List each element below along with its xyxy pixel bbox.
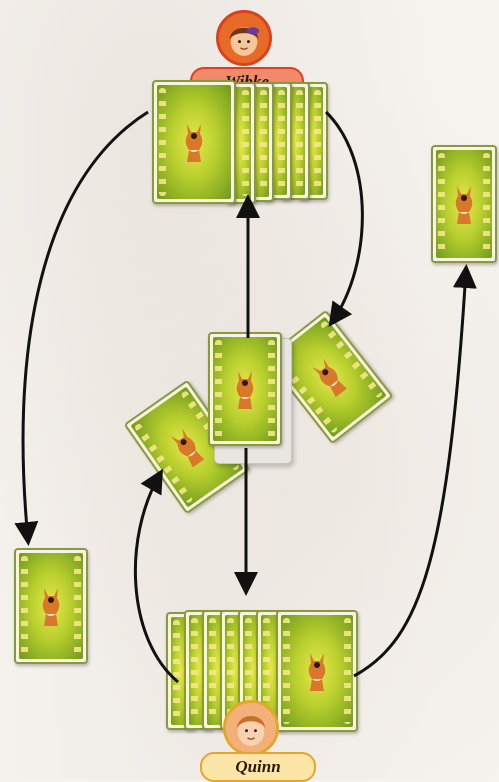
arrow-quinn-to-right-card xyxy=(354,270,466,676)
arrow-wibke-to-left-card xyxy=(23,112,148,540)
arrow-wibke-to-discard xyxy=(326,112,362,322)
arrow-quinn-to-discard xyxy=(135,474,178,682)
